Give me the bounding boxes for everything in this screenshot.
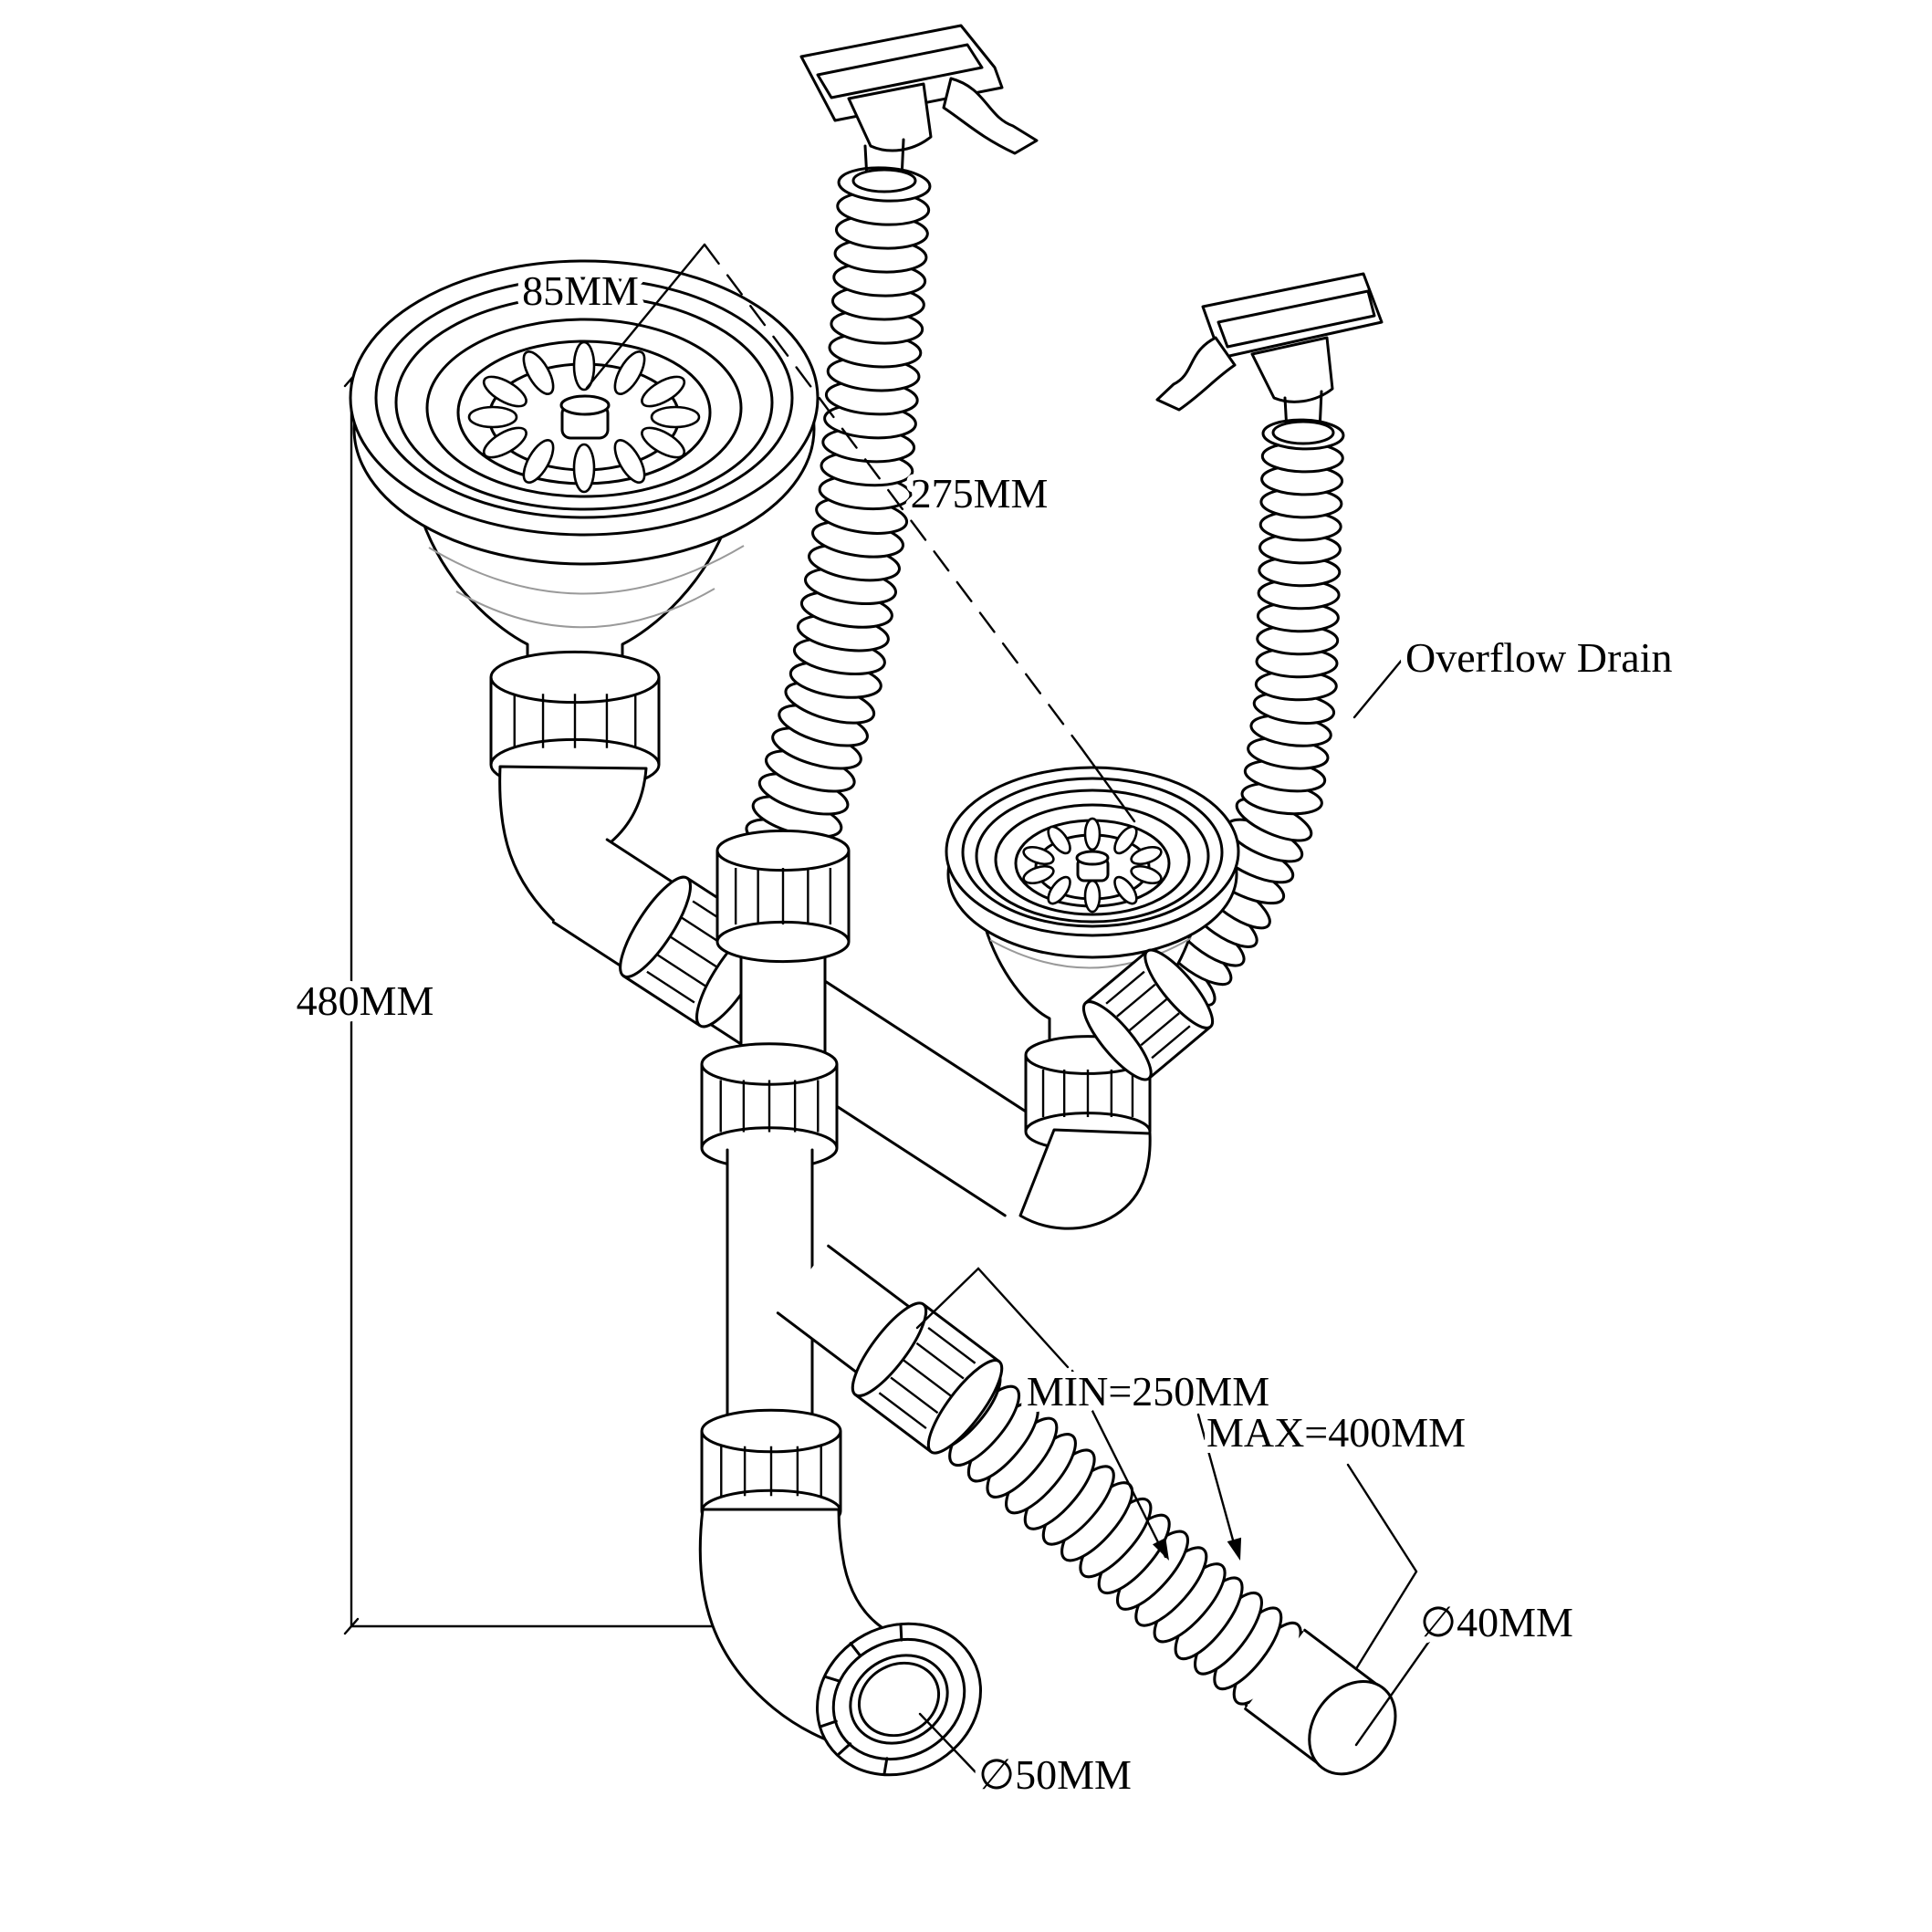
left-strainer-slots: [467, 340, 701, 494]
dim-480mm-label: 480MM: [297, 977, 434, 1024]
dim-max-400mm-label: MAX=400MM: [1206, 1409, 1466, 1456]
right-elbow: [1018, 1128, 1152, 1230]
right-sink-strainer: [945, 766, 1240, 1044]
discharge-hose-nut: [851, 1301, 1004, 1455]
right-strainer-slots: [1022, 817, 1163, 914]
discharge-hose-end: [1244, 1628, 1397, 1776]
dim-50mm-label: ∅50MM: [978, 1751, 1132, 1798]
overflow-port-nut: [1081, 948, 1215, 1081]
dim-275mm-label: 275MM: [911, 470, 1049, 517]
outlet-50mm-nut: [816, 1622, 982, 1777]
left-sink-strainer: [349, 259, 820, 683]
left-overflow-clip: [799, 24, 1039, 193]
dim-40mm-label: ∅40MM: [1420, 1599, 1573, 1645]
overflow-drain-label: Overflow Drain: [1405, 634, 1673, 681]
labels: 85MM 275MM Overflow Drain 480MM MIN=250M…: [290, 261, 1679, 1804]
left-elbow: [498, 765, 648, 926]
right-overflow-clip: [1155, 272, 1384, 445]
left-overflow-hose: [741, 166, 932, 875]
dim-85mm-label: 85MM: [522, 267, 639, 314]
tee-top-nut: [715, 829, 851, 964]
tee-bottom-nut: [700, 1042, 839, 1170]
dimension-lines-front: [585, 243, 1432, 1775]
dim-min-250mm-label: MIN=250MM: [1027, 1368, 1269, 1415]
